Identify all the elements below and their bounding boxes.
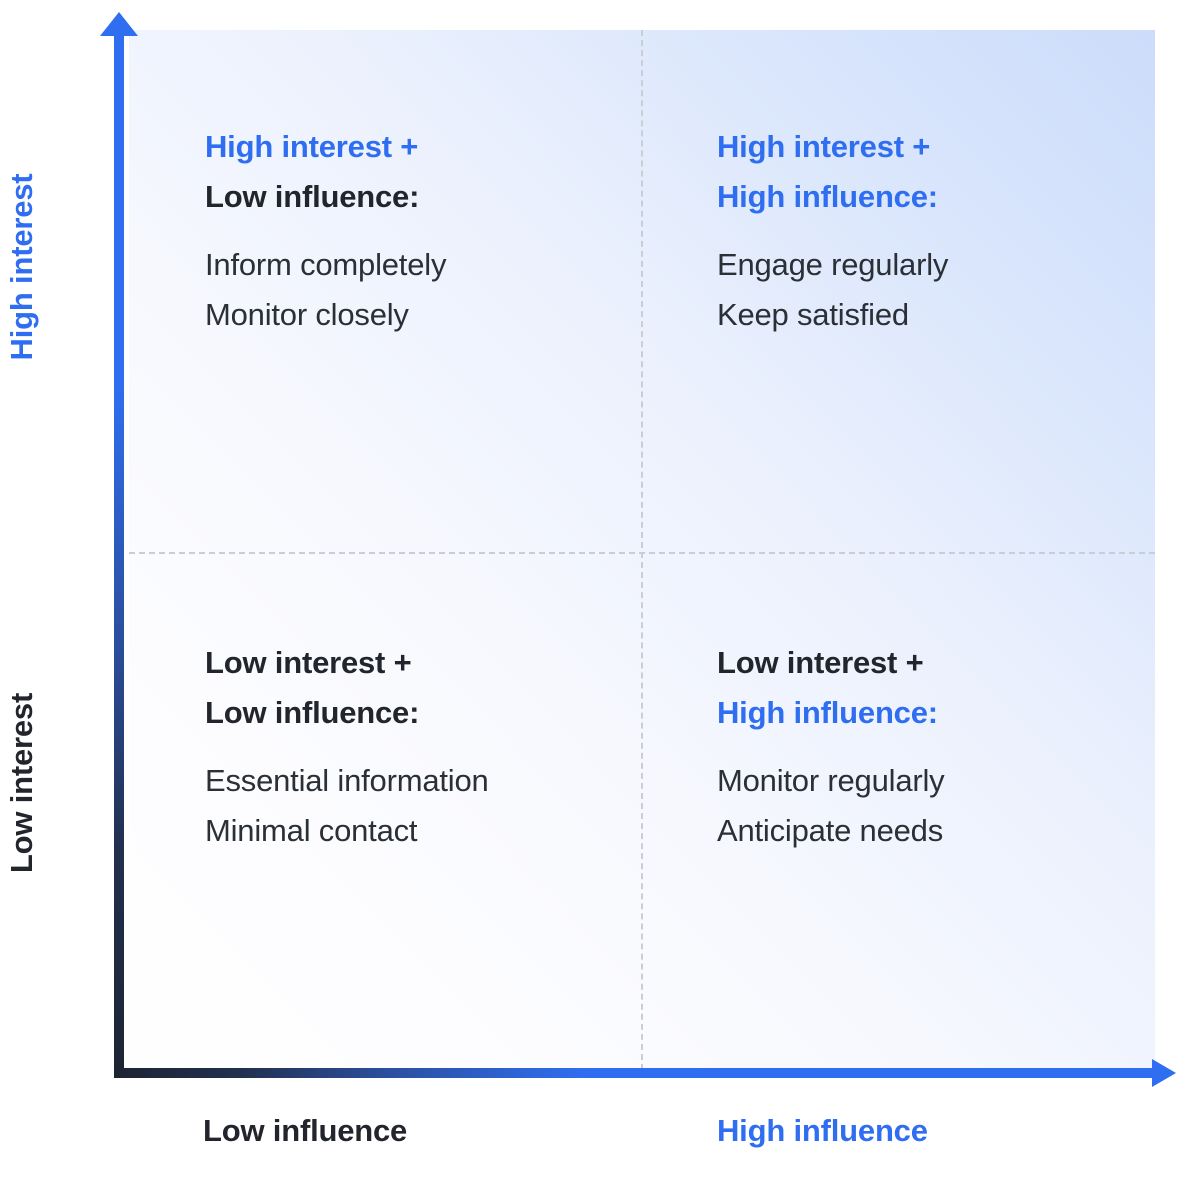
quadrant-high-interest-high-influence: High interest + High influence: Engage r… bbox=[717, 122, 1147, 340]
quadrant-actions: Inform completely Monitor closely bbox=[205, 240, 635, 340]
y-axis-line bbox=[114, 30, 124, 1078]
x-axis-arrow-icon bbox=[1152, 1059, 1176, 1087]
y-axis-label-low: Low interest bbox=[4, 692, 39, 874]
quadrant-action-2: Keep satisfied bbox=[717, 297, 909, 332]
quadrant-heading-line1: High interest + bbox=[205, 129, 419, 164]
quadrant-action-1: Essential information bbox=[205, 763, 489, 798]
quadrant-divider-vertical bbox=[641, 30, 643, 1070]
quadrant-heading: Low interest + Low influence: bbox=[205, 638, 635, 738]
quadrant-action-1: Inform completely bbox=[205, 247, 447, 282]
quadrant-heading-line2: High influence: bbox=[717, 695, 938, 730]
quadrant-heading-line2: Low influence: bbox=[205, 179, 420, 214]
quadrant-divider-horizontal bbox=[129, 552, 1155, 554]
quadrant-low-interest-high-influence: Low interest + High influence: Monitor r… bbox=[717, 638, 1147, 856]
quadrant-action-1: Engage regularly bbox=[717, 247, 949, 282]
y-axis-label-high: High interest bbox=[4, 173, 39, 361]
quadrant-high-interest-low-influence: High interest + Low influence: Inform co… bbox=[205, 122, 635, 340]
x-axis-label-low: Low influence bbox=[203, 1113, 408, 1148]
quadrant-heading-line1: High interest + bbox=[717, 129, 931, 164]
quadrant-heading-line2: High influence: bbox=[717, 179, 938, 214]
quadrant-action-1: Monitor regularly bbox=[717, 763, 945, 798]
quadrant-heading: Low interest + High influence: bbox=[717, 638, 1147, 738]
quadrant-action-2: Anticipate needs bbox=[717, 813, 944, 848]
quadrant-actions: Engage regularly Keep satisfied bbox=[717, 240, 1147, 340]
quadrant-low-interest-low-influence: Low interest + Low influence: Essential … bbox=[205, 638, 635, 856]
quadrant-heading-line2: Low influence: bbox=[205, 695, 420, 730]
quadrant-actions: Monitor regularly Anticipate needs bbox=[717, 756, 1147, 856]
quadrant-heading-line1: Low interest + bbox=[205, 645, 412, 680]
x-axis-label-high: High influence bbox=[717, 1113, 928, 1148]
y-axis-arrow-icon bbox=[100, 12, 138, 36]
quadrant-action-2: Monitor closely bbox=[205, 297, 409, 332]
quadrant-heading: High interest + High influence: bbox=[717, 122, 1147, 222]
quadrant-action-2: Minimal contact bbox=[205, 813, 418, 848]
quadrant-heading: High interest + Low influence: bbox=[205, 122, 635, 222]
quadrant-heading-line1: Low interest + bbox=[717, 645, 924, 680]
quadrant-actions: Essential information Minimal contact bbox=[205, 756, 635, 856]
x-axis-line bbox=[114, 1068, 1158, 1078]
